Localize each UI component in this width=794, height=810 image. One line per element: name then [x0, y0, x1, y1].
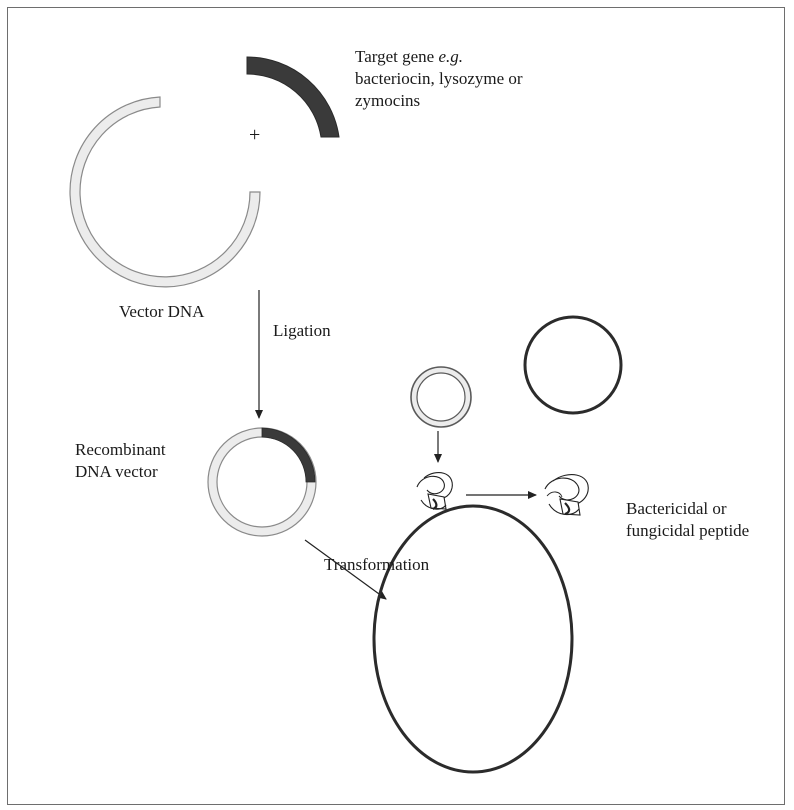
target-gene-title: Target gene: [355, 47, 439, 66]
inserted-gene-segment: [261, 427, 316, 483]
target-gene-arc: [246, 56, 340, 138]
ligation-label: Ligation: [273, 321, 331, 340]
target-gene-examples: bacteriocin, lysozyme or zymocins: [355, 69, 523, 110]
peptide-label: Bactericidal or fungicidal peptide: [626, 499, 750, 540]
host-cell: [372, 504, 574, 774]
intracellular-peptide: [416, 472, 453, 511]
vector-dna-arc: [69, 96, 261, 288]
plus-sign: +: [249, 124, 261, 146]
target-gene-label: Target gene e.g. bacteriocin, lysozyme or…: [355, 46, 585, 112]
secreted-peptide: [544, 474, 589, 516]
recombinant-plasmid: [207, 427, 317, 537]
transformation-arrow: [304, 539, 387, 600]
daughter-bud: [523, 315, 623, 415]
intracellular-plasmid: [410, 366, 472, 428]
vector-dna-label: Vector DNA: [119, 302, 205, 321]
recombinant-label: Recombinant DNA vector: [75, 440, 166, 481]
target-gene-eg: e.g.: [438, 47, 464, 66]
figure-frame: [7, 7, 785, 805]
transformation-label: Transformation: [324, 555, 430, 574]
